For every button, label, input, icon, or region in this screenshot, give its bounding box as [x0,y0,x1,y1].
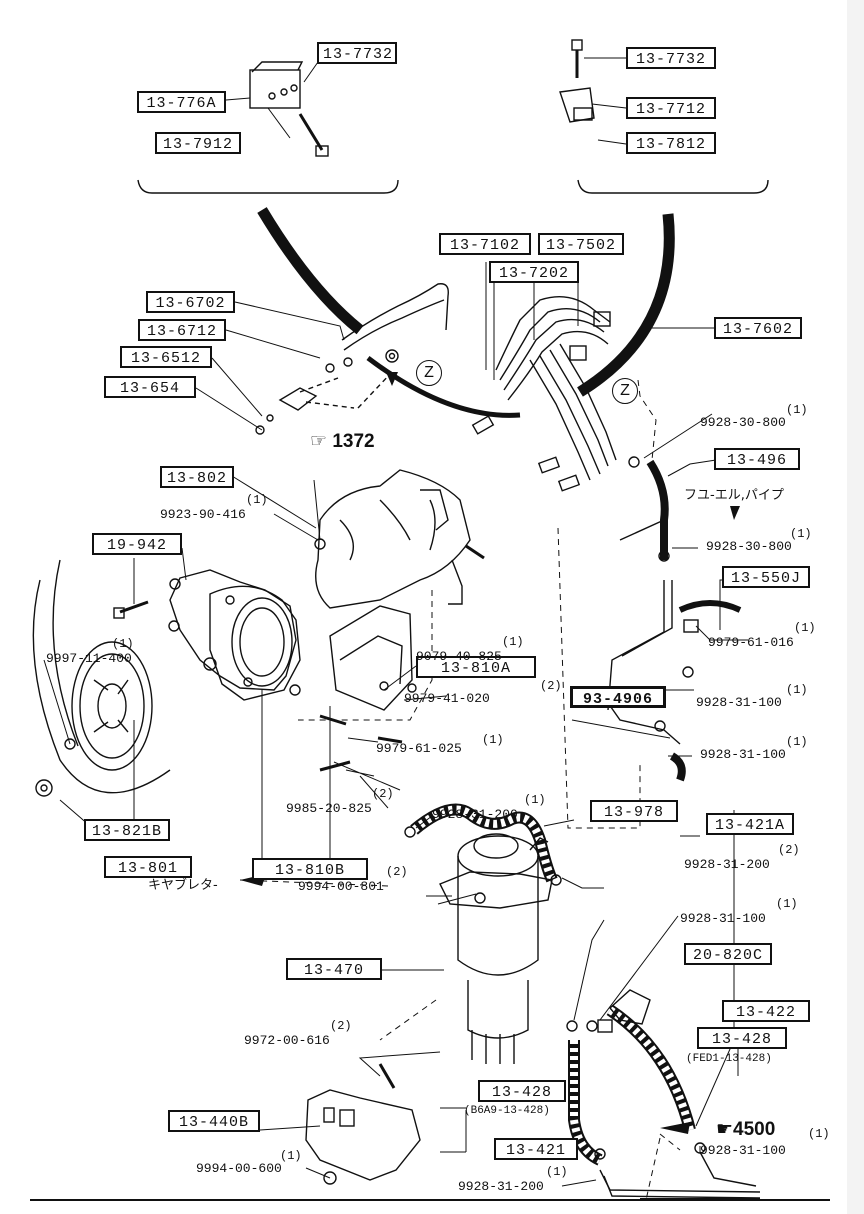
part-13-802[interactable]: 13-802 [160,466,234,488]
label-fed1-13-428: (FED1-13-428) [686,1053,772,1065]
label-9079-40-825: 9079-40-825 [416,649,502,664]
label-9979-61-025: 9979-61-025 [376,741,462,756]
part-13-7202[interactable]: 13-7202 [489,261,579,283]
qty: (1) [246,493,268,507]
label-9985-20-825: 9985-20-825 [286,801,372,816]
part-13-810b[interactable]: 13-810B [252,858,368,880]
qty: (2) [540,679,562,693]
qty: (1) [786,403,808,417]
qty: (2) [372,787,394,801]
qty: (1) [524,793,546,807]
qty: (1) [280,1149,302,1163]
part-20-820c[interactable]: 20-820C [684,943,772,965]
part-13-6702[interactable]: 13-6702 [146,291,235,313]
label-9979-61-016: 9979-61-016 [708,635,794,650]
part-19-942[interactable]: 19-942 [92,533,182,555]
label-9928-31-200-a: 9928-31-200 [432,807,518,822]
part-13-6512[interactable]: 13-6512 [120,346,212,368]
label-9928-31-200-b: 9928-31-200 [684,857,770,872]
hand-pointer-icon: ☞ [310,431,328,452]
qty: (2) [778,843,800,857]
qty: (1) [776,897,798,911]
part-13-654[interactable]: 13-654 [104,376,196,398]
part-13-428-lower[interactable]: 13-428 [478,1080,566,1102]
ref-4500-number: 4500 [733,1119,776,1140]
part-13-810a[interactable]: 13-810A [416,656,536,678]
qty: (1) [786,683,808,697]
part-13-421[interactable]: 13-421 [494,1138,578,1160]
hand-pointer-icon: ☛ [716,1119,734,1140]
part-13-428-upper[interactable]: 13-428 [697,1027,787,1049]
zone-marker-z: Z [612,378,638,404]
part-93-4906[interactable]: 93-4906 [570,686,666,708]
arc-left [257,207,364,335]
label-9928-31-100-b: 9928-31-100 [700,747,786,762]
label-9994-00-801: 9994-00-801 [298,879,384,894]
qty: (1) [112,637,134,651]
part-13-6712[interactable]: 13-6712 [138,319,226,341]
part-13-7102[interactable]: 13-7102 [439,233,531,255]
qty: (1) [502,635,524,649]
label-9928-30-800-a: 9928-30-800 [700,415,786,430]
part-13-7732-right[interactable]: 13-7732 [626,47,716,69]
part-13-7602[interactable]: 13-7602 [714,317,802,339]
label-fuel-pipe: フユ-エル,パイプ [684,488,784,503]
label-9979-41-020: 9979-41-020 [404,691,490,706]
label-9972-00-616: 9972-00-616 [244,1033,330,1048]
qty: (1) [794,621,816,635]
arc-right [577,213,675,397]
qty: (1) [546,1165,568,1179]
label-9928-31-100-c: 9928-31-100 [680,911,766,926]
label-9928-31-200-c: 9928-31-200 [458,1179,544,1194]
qty: (2) [386,865,408,879]
label-9997-11-400: 9997-11-400 [46,651,132,666]
ref-4500[interactable]: ☛4500 [716,1118,775,1141]
part-13-421a[interactable]: 13-421A [706,813,794,835]
zone-marker-z: Z [416,360,442,386]
part-13-470[interactable]: 13-470 [286,958,382,980]
arc-lower [366,356,521,418]
brace-left [137,179,399,194]
part-13-776a[interactable]: 13-776A [137,91,226,113]
connector-block [249,69,301,109]
label-b6a9-13-428: (B6A9-13-428) [464,1105,550,1117]
part-13-550j[interactable]: 13-550J [722,566,810,588]
ref-1372-number: 1372 [332,431,375,452]
brace-right [577,179,769,194]
label-9928-31-100-d: 9928-31-100 [700,1143,786,1158]
label-9994-00-600: 9994-00-600 [196,1161,282,1176]
label-carburetor: キヤブレタ- [148,878,218,893]
part-13-7712[interactable]: 13-7712 [626,97,716,119]
ref-4500-qty: (1) [808,1127,830,1141]
part-13-978[interactable]: 13-978 [590,800,678,822]
label-9923-90-416: 9923-90-416 [160,507,246,522]
part-13-801[interactable]: 13-801 [104,856,192,878]
part-13-7812[interactable]: 13-7812 [626,132,716,154]
qty: (1) [786,735,808,749]
part-13-496[interactable]: 13-496 [714,448,800,470]
part-13-422[interactable]: 13-422 [722,1000,810,1022]
ref-1372[interactable]: ☞ 1372 [310,430,375,453]
qty: (1) [482,733,504,747]
part-13-7732-left[interactable]: 13-7732 [317,42,397,64]
label-9928-30-800-b: 9928-30-800 [706,539,792,554]
label-9928-31-100-a: 9928-31-100 [696,695,782,710]
qty: (2) [330,1019,352,1033]
part-13-821b[interactable]: 13-821B [84,819,170,841]
qty: (1) [790,527,812,541]
part-13-440b[interactable]: 13-440B [168,1110,260,1132]
part-13-7912[interactable]: 13-7912 [155,132,241,154]
part-13-7502[interactable]: 13-7502 [538,233,624,255]
